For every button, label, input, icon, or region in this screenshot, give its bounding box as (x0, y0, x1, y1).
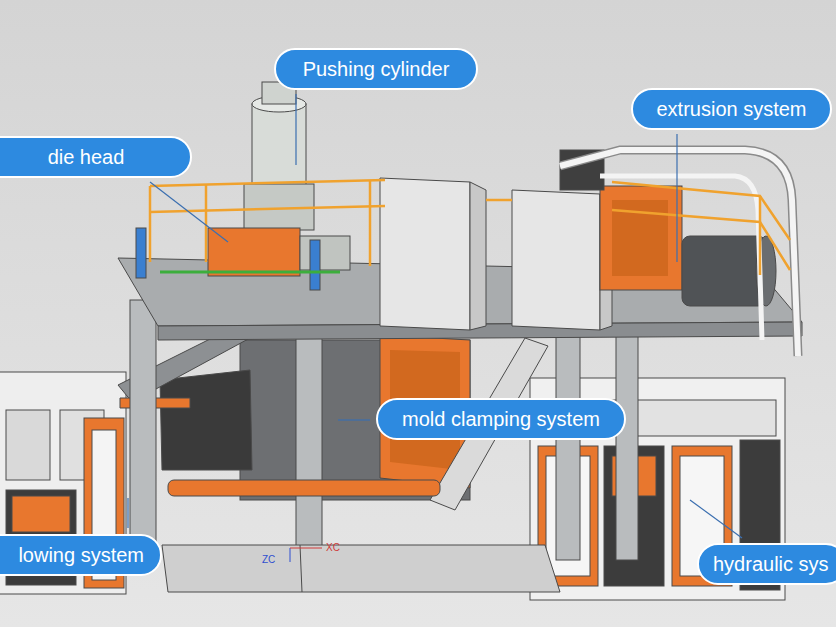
machine (0, 82, 802, 600)
callout-text: mold clamping system (402, 408, 600, 430)
callout-text: extrusion system (656, 98, 806, 120)
axis-label: ZC (262, 554, 275, 566)
callout-pill: hydraulic sys (697, 543, 836, 585)
callout-text: Pushing cylinder (303, 58, 450, 80)
callout-pill: lowing system (0, 534, 162, 576)
callout-pill: die head (0, 136, 192, 178)
callout-pill: Pushing cylinder (274, 48, 478, 90)
callout-pill: mold clamping system (376, 398, 626, 440)
callout-text: die head (48, 146, 125, 168)
leader-lines (128, 94, 742, 538)
callout-pill: extrusion system (631, 88, 832, 130)
callout-text: hydraulic sys (713, 553, 829, 575)
callout-text: lowing system (18, 544, 144, 566)
axis-label: XC (326, 542, 340, 554)
